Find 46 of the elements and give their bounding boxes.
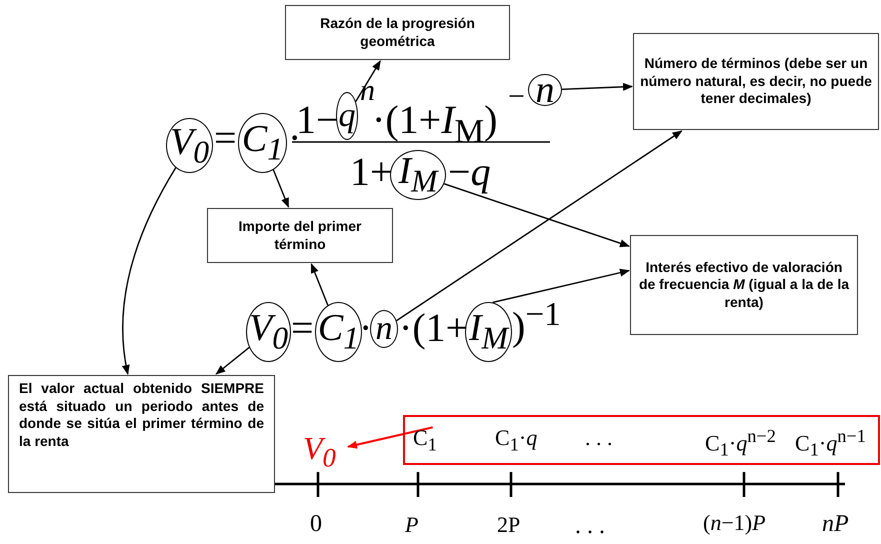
callout-box: El valor actual obtenido SIEMPRE está situado un periodo antes de donde se sitúa el primer término de la renta: [8, 375, 275, 493]
formula-term: =: [214, 118, 237, 158]
arrow: [444, 183, 630, 248]
axis-label: (n−1)P: [703, 512, 766, 534]
arrow: [215, 346, 250, 375]
formula-term: )$^{−1}$: [512, 298, 561, 346]
axis-label: P: [405, 514, 418, 536]
present-value-term: V$_{0}$: [303, 432, 347, 472]
formula-term: 1+: [350, 152, 393, 192]
callout-box: Interés efectivo de valoración de frecuencia M (igual a la de la renta): [630, 235, 858, 335]
circled-term: q: [336, 92, 358, 140]
arrow: [562, 82, 633, 91]
payment-term: C$_{1}$: [413, 427, 437, 454]
arrow: [310, 263, 328, 306]
payment-term: C$_{1}$·q$^{n−1}$: [795, 427, 866, 460]
circled-term: C$_{1}$: [315, 302, 362, 362]
axis-label: nP: [822, 512, 849, 536]
payment-term: . . .: [585, 427, 612, 449]
circled-term: I$_{M}$: [465, 302, 512, 362]
callout-box: Razón de la progresión geométrica: [285, 5, 510, 60]
arrow: [272, 170, 290, 208]
payment-term: C$_{1}$·q$^{n−2}$: [705, 427, 776, 460]
axis-label: . . .: [575, 514, 605, 538]
formula-term: =: [291, 308, 314, 348]
arrow: [122, 167, 176, 375]
circled-term: n: [528, 74, 562, 106]
formula-term: n: [360, 76, 375, 106]
circled-term: C$_{1}$: [238, 113, 287, 173]
payment-term: C$_{1}$·q: [495, 427, 538, 454]
formula-term: −q: [448, 152, 491, 192]
circled-term: I$_{M}$: [390, 150, 446, 200]
payment-frame: [403, 415, 880, 465]
circled-term: n: [370, 310, 398, 348]
arrow: [396, 130, 682, 322]
arrow: [347, 426, 432, 449]
callout-box: Número de términos (debe ser un número natural, es decir, no puede tener decimales): [633, 33, 879, 130]
axis-label: 2P: [497, 514, 520, 536]
arrow: [492, 268, 630, 304]
axis-label: 0: [310, 512, 322, 536]
callout-box: Importe del primer término: [207, 208, 393, 263]
formula-term: ·: [359, 308, 372, 348]
formula-term: ·(1+I$_{M}$): [372, 100, 498, 148]
circled-term: V$_{0}$: [246, 302, 291, 362]
circled-term: V$_{0}$: [166, 118, 213, 173]
arrow: [355, 60, 381, 102]
formula-term: −: [508, 82, 525, 112]
